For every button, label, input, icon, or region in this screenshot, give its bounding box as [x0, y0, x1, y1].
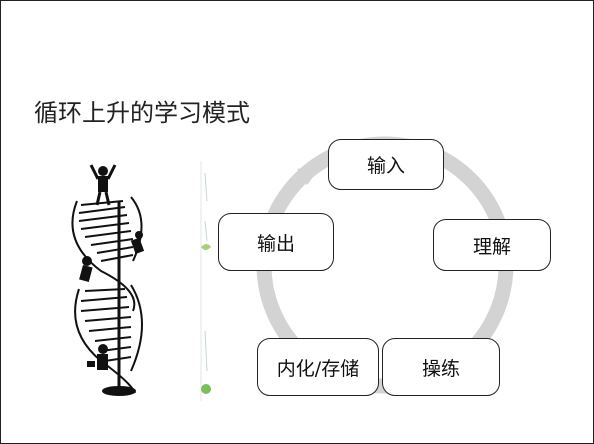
cycle-node-label: 操练 — [421, 357, 460, 380]
cycle-node-practice: 操练 — [382, 338, 500, 396]
slide-title: 循环上升的学习模式 — [34, 99, 250, 127]
cycle-node-label: 理解 — [472, 235, 511, 258]
cycle-node-input: 输入 — [328, 139, 444, 190]
cycle-node-label: 内化/存储 — [276, 357, 360, 380]
cycle-arrowhead — [297, 164, 323, 185]
cycle-node-internalize-store: 内化/存储 — [257, 338, 379, 396]
cycle-node-output: 输出 — [218, 213, 334, 271]
cycle-node-label: 输出 — [256, 232, 295, 255]
staircase-illustration — [71, 161, 211, 401]
leaf-icon — [201, 244, 211, 250]
download-badge-icon — [201, 384, 211, 394]
cycle-node-label: 输入 — [366, 155, 405, 177]
cycle-node-understand: 理解 — [433, 219, 551, 271]
